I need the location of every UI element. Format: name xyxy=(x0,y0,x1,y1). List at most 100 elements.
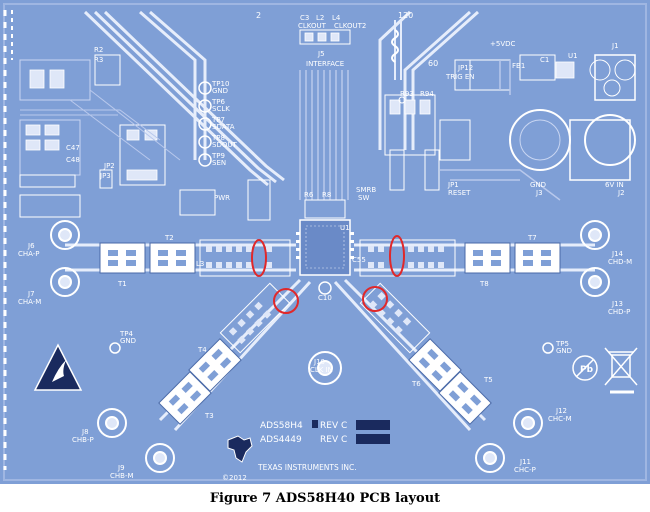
testpoint-column xyxy=(198,81,271,221)
weee-bin-icon xyxy=(604,347,638,394)
chip-ref: U1 xyxy=(340,224,350,232)
power-sw-ref: JP1 xyxy=(447,181,459,189)
pb-label: Pb xyxy=(580,365,594,375)
tp4-ref: TP4 xyxy=(119,330,133,338)
tp5-ref: TP5 xyxy=(555,340,569,348)
copyright: ©2012 xyxy=(222,474,247,482)
tp4-name: GND xyxy=(120,337,136,345)
chb-p-ref: J8 xyxy=(81,428,89,436)
power-j1: J1 xyxy=(611,42,619,50)
interface-header-pads xyxy=(299,29,351,45)
tp8-ref: TP8 xyxy=(211,134,225,142)
rev-suffix-1: REV C xyxy=(320,421,347,431)
highlight-lower-right-ellipse xyxy=(362,286,388,312)
highlight-left-ellipse xyxy=(251,239,267,277)
power-jumper: JP12 xyxy=(457,64,473,72)
chd-p-ref: J13 xyxy=(611,300,623,308)
cha-p-name: CHA-P xyxy=(18,250,40,258)
power-c: C1 xyxy=(540,56,549,64)
tp10-name: GND xyxy=(212,87,228,95)
chc-p-name: CHC-P xyxy=(514,466,536,474)
transformer-label-7: T8 xyxy=(479,280,489,288)
silkscreen-text: 2 C3 L2 L4 CLKOUT CLKOUT2 120 J5 INTERFA… xyxy=(18,11,632,482)
misc-label-7: C47 xyxy=(66,144,80,152)
top-label-3: L4 xyxy=(332,14,341,22)
inductor-coil xyxy=(391,29,399,63)
top-label-1: C3 xyxy=(300,14,309,22)
tp5-circle xyxy=(542,342,554,354)
chd-m-ref: J14 xyxy=(611,250,624,258)
chb-p-name: CHB-P xyxy=(72,436,94,444)
pcb-layout-drawing: 2 C3 L2 L4 CLKOUT CLKOUT2 120 J5 INTERFA… xyxy=(0,0,650,484)
power-connectors xyxy=(509,54,636,181)
power-trig: TRIG EN xyxy=(445,73,475,81)
pb-free-icon xyxy=(572,355,598,381)
tp4-circle xyxy=(109,342,121,354)
power-gnd: GND xyxy=(530,181,546,189)
cha-m-name: CHA-M xyxy=(18,298,41,306)
tp7-name: SDATA xyxy=(212,123,235,131)
misc-label-6: JP3 xyxy=(99,172,111,180)
tp6-ref: TP6 xyxy=(211,98,225,106)
top-label-2: L2 xyxy=(316,14,324,22)
transformer-group-left xyxy=(99,239,291,277)
rev-suffix-2: REV C xyxy=(320,435,347,445)
misc-label-4: L3 xyxy=(196,260,204,268)
misc-label-3: C10 xyxy=(318,294,332,302)
rev-box-1 xyxy=(356,420,390,430)
edge-dashes xyxy=(3,10,13,470)
transformer-label-5: T6 xyxy=(411,380,421,388)
highlight-markers xyxy=(251,235,405,314)
rev-marker xyxy=(312,420,318,428)
transformer-label-4: T5 xyxy=(483,376,493,384)
header-ref: J5 xyxy=(317,50,325,58)
company-name: TEXAS INSTRUMENTS INC. xyxy=(257,463,357,472)
chd-p-name: CHD-P xyxy=(608,308,630,316)
power-num: 60 xyxy=(428,59,438,68)
chd-m-name: CHD-M xyxy=(608,258,632,266)
power-u1: U1 xyxy=(568,52,578,60)
power-gnd-ref: J3 xyxy=(535,189,543,197)
chb-m-ref: J9 xyxy=(117,464,125,472)
top-label-5: CLKOUT2 xyxy=(334,22,366,30)
misc-label-1: R8 xyxy=(322,191,331,199)
highlight-lower-left-ellipse xyxy=(273,288,299,314)
highlight-right-ellipse xyxy=(389,235,405,277)
power-reset: RESET xyxy=(448,189,471,197)
top-label-6: 120 xyxy=(398,11,413,20)
esd-warning-icon xyxy=(33,343,83,391)
misc-label-12: SMRB xyxy=(356,186,376,194)
pcb-board: 2 C3 L2 L4 CLKOUT CLKOUT2 120 J5 INTERFA… xyxy=(0,0,650,484)
tp9-ref: TP9 xyxy=(211,152,225,160)
misc-label-11: PWR xyxy=(214,194,230,202)
tp8-name: SDOUT xyxy=(212,141,237,149)
top-label-4: CLKOUT xyxy=(298,22,327,30)
tp6-name: SCLK xyxy=(212,105,230,113)
chb-m-name: CHB-M xyxy=(110,472,134,480)
tp10-ref: TP10 xyxy=(211,80,229,88)
ti-logo-icon xyxy=(227,435,253,463)
misc-label-13: SW xyxy=(358,194,369,202)
rev-line1: ADS58H4 xyxy=(260,421,303,431)
rev-line2: ADS4449 xyxy=(260,435,302,445)
power-vin: 6V IN xyxy=(605,181,624,189)
clock-name: CLK IN xyxy=(310,366,333,374)
cha-m-ref: J7 xyxy=(27,290,35,298)
cha-p-ref: J6 xyxy=(27,242,35,250)
right-component-cluster xyxy=(384,54,575,201)
top-label-0: 2 xyxy=(256,11,261,20)
transformer-label-0: T1 xyxy=(117,280,127,288)
top-diagonal-bus xyxy=(83,10,479,187)
tp5-name: GND xyxy=(556,347,572,355)
transformer-label-1: T2 xyxy=(164,234,174,242)
power-fb: FB1 xyxy=(512,62,525,70)
misc-label-0: R6 xyxy=(304,191,314,199)
left-component-cluster xyxy=(19,54,216,218)
chc-m-ref: J12 xyxy=(555,407,567,415)
misc-label-2: C55 xyxy=(352,256,366,264)
misc-label-5: JP2 xyxy=(103,162,115,170)
transformer-label-3: T4 xyxy=(197,346,207,354)
figure-caption: Figure 7 ADS58H40 PCB layout xyxy=(209,490,441,506)
rev-box-2 xyxy=(356,434,390,444)
sma-connectors xyxy=(50,220,610,473)
